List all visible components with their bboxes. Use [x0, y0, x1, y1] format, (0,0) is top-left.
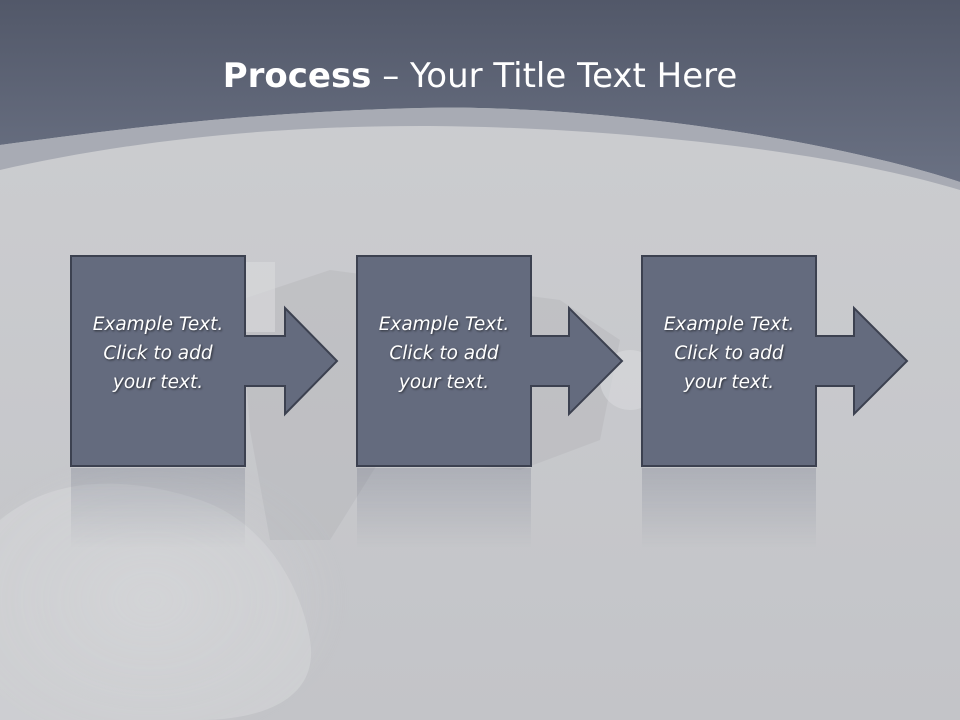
step-3-reflection-shape: [642, 468, 907, 548]
step-2-line-3: your text.: [398, 372, 490, 393]
title-bold: Process: [222, 56, 372, 96]
step-3-shape: [641, 255, 909, 467]
step-2-line-2: Click to add: [389, 343, 499, 364]
step-3-text: Example Text. Click to add your text.: [642, 310, 816, 397]
step-2-shape: [356, 255, 624, 467]
step-3-reflection: [642, 468, 907, 548]
process-step-1[interactable]: Example Text. Click to add your text.: [70, 255, 339, 467]
step-1-line-3: your text.: [112, 372, 204, 393]
header-swoosh: [0, 107, 960, 190]
process-step-3[interactable]: Example Text. Click to add your text.: [641, 255, 909, 467]
step-1-shape: [70, 255, 339, 467]
step-2-line-1: Example Text.: [378, 314, 510, 335]
step-1-line-2: Click to add: [103, 343, 213, 364]
title-rest: – Your Title Text Here: [371, 56, 738, 96]
process-step-2[interactable]: Example Text. Click to add your text.: [356, 255, 624, 467]
step-2-reflection: [357, 468, 622, 548]
step-1-text: Example Text. Click to add your text.: [71, 310, 245, 397]
step-1-reflection-shape: [71, 468, 337, 548]
page-title: Process – Your Title Text Here: [0, 50, 960, 102]
step-3-line-1: Example Text.: [663, 314, 795, 335]
step-2-text: Example Text. Click to add your text.: [357, 310, 531, 397]
header-band: [0, 0, 960, 182]
step-2-reflection-shape: [357, 468, 622, 548]
step-3-line-2: Click to add: [674, 343, 784, 364]
step-1-reflection: [71, 468, 337, 548]
step-3-line-3: your text.: [683, 372, 775, 393]
step-1-line-1: Example Text.: [92, 314, 224, 335]
